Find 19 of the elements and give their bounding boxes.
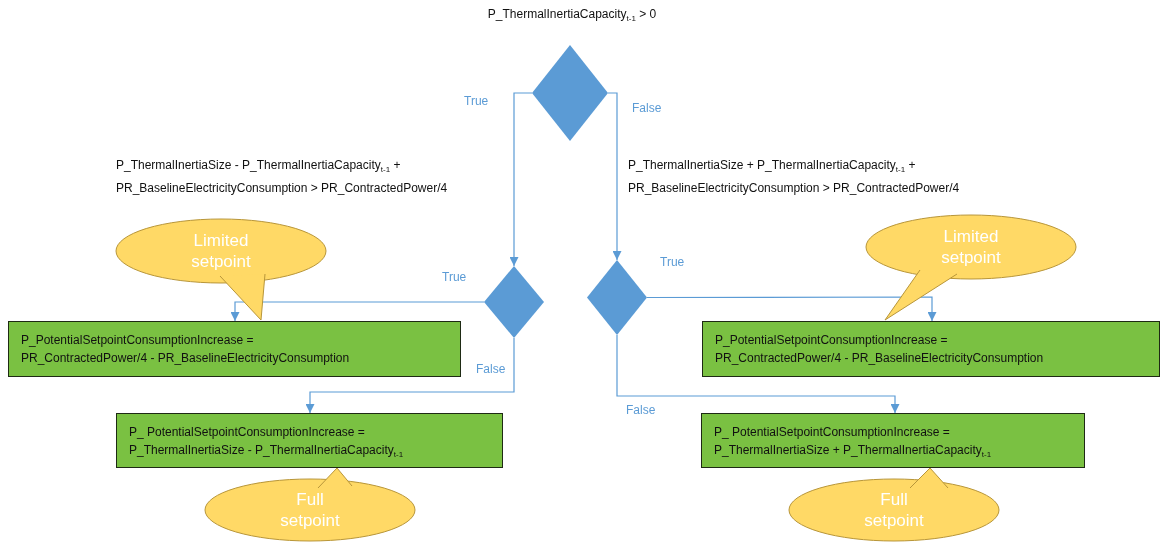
arrow bbox=[509, 92, 533, 267]
arrow bbox=[607, 92, 622, 261]
callout-text: Limited setpoint bbox=[940, 226, 1002, 269]
condition-text: P_ThermalInertiaCapacity$_{t-1}$ > 0 bbox=[486, 6, 658, 26]
condition-text: P_ThermalInertiaSize - P_ThermalInertiaCapacity$_{t-1}$ + PR_BaselineElectricityConsumption > PR_ContractedPower/4 bbox=[116, 157, 449, 198]
callout-text: Limited setpoint bbox=[190, 230, 252, 273]
decision-diamond bbox=[587, 260, 647, 335]
arrow bbox=[646, 296, 937, 322]
arrow bbox=[230, 301, 485, 322]
process-box: P_ PotentialSetpointConsumptionIncrease = P_ThermalInertiaSize - P_ThermalInertiaCapacity$_{t-1}$ bbox=[116, 413, 503, 468]
condition-text: P_ThermalInertiaSize + P_ThermalInertiaCapacity$_{t-1}$ + PR_BaselineElectricityConsumption > PR_ContractedPower/4 bbox=[628, 157, 961, 198]
process-box: P_PotentialSetpointConsumptionIncrease = PR_ContractedPower/4 - PR_BaselineElectricityConsumption bbox=[702, 321, 1160, 377]
arrow bbox=[305, 337, 515, 414]
decision-diamond bbox=[484, 266, 544, 338]
process-box: P_ PotentialSetpointConsumptionIncrease = P_ThermalInertiaSize + P_ThermalInertiaCapacity$_{t-1}$ bbox=[701, 413, 1085, 468]
callout-text: Full setpoint bbox=[279, 489, 341, 532]
arrow bbox=[616, 334, 900, 414]
process-box: P_PotentialSetpointConsumptionIncrease = PR_ContractedPower/4 - PR_BaselineElectricityConsumption bbox=[8, 321, 461, 377]
callout-text: Full setpoint bbox=[863, 489, 925, 532]
